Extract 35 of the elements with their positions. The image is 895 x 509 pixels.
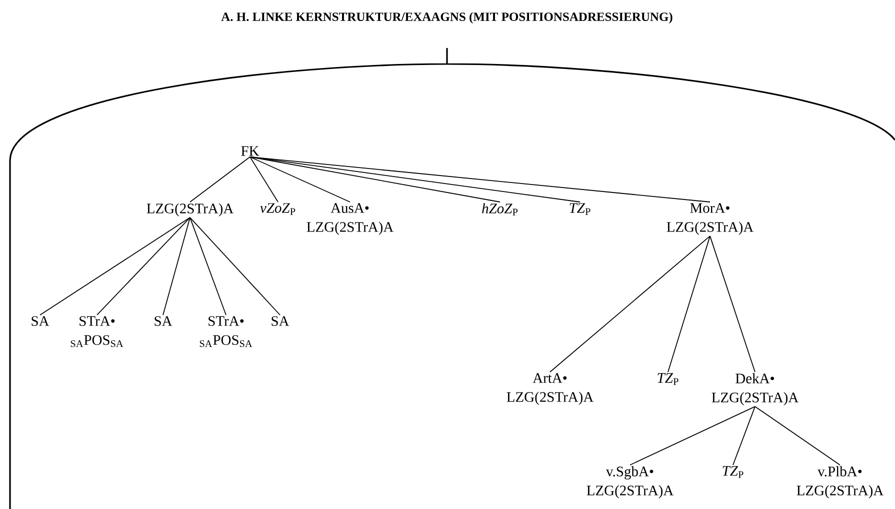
tree-branch (250, 156, 710, 202)
tree-label: TZ$_{P}$ (570, 203, 590, 215)
tree-branch (190, 217, 280, 316)
tree-label: FK (241, 146, 260, 156)
tree-branch (754, 406, 840, 466)
tree-label: v.PlbA• LZG(2STrA)A (796, 466, 884, 498)
tree-branch (250, 156, 500, 202)
tree-label: TZ$_{P}$ (722, 466, 744, 478)
tree-label: STrA• $_{SA}$POS$_{SA}$ (70, 316, 124, 348)
tree-label: SA (32, 316, 50, 326)
tree-branch (190, 217, 226, 316)
tree-label: hZoZ$_{P}$ (482, 203, 518, 216)
tree-branch (630, 406, 756, 466)
tree-label: AusA• LZG(2STrA)A (306, 203, 394, 235)
tree-label: SA (154, 316, 172, 326)
tree-branch (250, 156, 350, 202)
tree-branch (96, 217, 190, 316)
tree-label: vZoZ$_{P}$ (260, 203, 296, 215)
tree-label: STrA• $_{SA}$POS$_{SA}$ (200, 316, 252, 348)
tree-label: MorA• LZG(2STrA)A (666, 203, 754, 235)
tree-label: v.SgbA• LZG(2STrA)A (586, 466, 674, 498)
tree-label: TZ$_{P}$ (658, 373, 678, 385)
tree-label: LZG(2STrA)A (146, 203, 234, 216)
tree-label: SA (272, 316, 290, 326)
tree-branch (732, 406, 756, 466)
tree-label: DekA• LZG(2STrA)A (712, 373, 799, 406)
tree-branch (668, 236, 710, 372)
tree-branch (250, 156, 278, 202)
tree-branch (40, 217, 190, 316)
title: A. H. LINKE KERNSTRUKTUR/EXAAGNS (MIT POSITIONSADRESSIERUNG) (221, 12, 672, 24)
tree-branch (162, 217, 190, 316)
tree-branch (710, 236, 756, 372)
tree-branch (550, 236, 710, 372)
tree-branch (190, 156, 250, 202)
tree-label: ArtA• LZG(2STrA)A (506, 373, 594, 405)
